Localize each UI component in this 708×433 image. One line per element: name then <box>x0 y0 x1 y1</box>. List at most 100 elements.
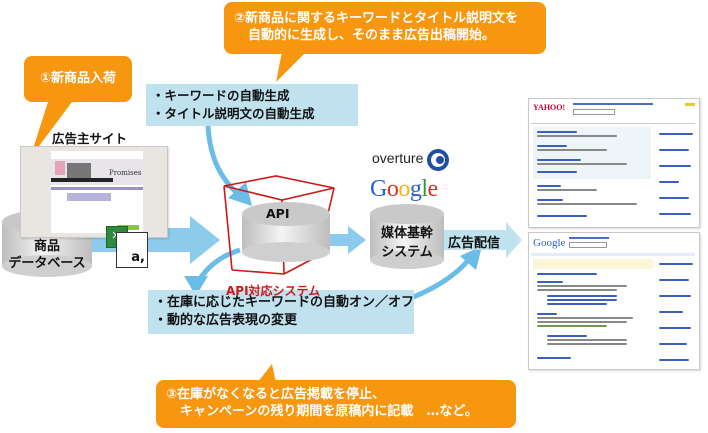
sidebar-ad-line <box>659 311 683 313</box>
arrow-api-to-inventory-head <box>184 276 208 296</box>
product-db-label: 商品 データベース <box>4 238 90 272</box>
callout-step1: ①新商品入荷 <box>24 56 132 102</box>
sidebar-ad-line <box>659 181 679 183</box>
banner-tree <box>55 161 65 175</box>
yahoo-nav-links <box>573 103 653 105</box>
auto-generation-box: ・キーワードの自動生成 ・タイトル説明文の自動生成 <box>146 84 358 126</box>
api-system-label: API対応システム <box>226 284 321 298</box>
result-text-line <box>547 343 627 345</box>
google-letter: g <box>409 176 422 202</box>
callout-step2-tail <box>276 52 306 82</box>
google-letter: e <box>427 176 439 202</box>
banner-arrow <box>51 178 113 182</box>
overture-logo-icon <box>427 149 449 171</box>
result-title-line <box>537 273 597 275</box>
sidebar-ad-line <box>659 279 689 281</box>
sidebar-ad-line <box>659 197 689 199</box>
arrow-generation-to-api <box>205 125 242 198</box>
callout-step3-line2: キャンペーンの残り期間を原稿内に記載 …など。 <box>180 404 478 419</box>
result-text-line <box>547 339 627 341</box>
result-title-line <box>547 335 587 337</box>
auto-generation-item: ・キーワードの自動生成 <box>152 88 290 103</box>
media-system-label-line1: 媒体基幹 <box>380 226 433 241</box>
media-system-label: 媒体基幹 システム <box>370 224 444 262</box>
text-file-glyph: a, <box>131 250 145 265</box>
inventory-control-box: ・在庫に応じたキーワードの自動オン／オフ ・動的な広告表現の変更 <box>148 290 414 334</box>
google-letter: l <box>421 176 428 202</box>
result-text-line <box>537 189 597 191</box>
callout-step1-tail <box>30 102 72 158</box>
sidebar-ad-line <box>659 133 693 135</box>
site-green-button <box>117 225 139 230</box>
yahoo-divider <box>531 123 695 124</box>
text-file-icon: a, <box>116 232 148 268</box>
result-sublink-line <box>547 303 607 305</box>
google-letter: G <box>370 176 387 202</box>
product-db-label-line2: データベース <box>8 256 86 271</box>
result-title-line <box>537 171 577 173</box>
result-sublink-line <box>547 299 617 301</box>
yahoo-search-results-screenshot: YAHOO! <box>528 98 700 228</box>
media-system-label-line2: システム <box>381 245 433 260</box>
result-title-line <box>537 281 563 283</box>
result-text-line <box>537 135 617 137</box>
result-text-line <box>537 163 627 165</box>
site-page: Promises <box>51 151 143 233</box>
result-title-line <box>537 313 557 315</box>
product-db-label-line1: 商品 <box>33 239 60 254</box>
arrow-ad-delivery <box>444 222 522 258</box>
google-results-logo: Google <box>533 237 566 249</box>
google-letter: o <box>386 176 399 202</box>
result-url-line <box>537 325 607 327</box>
result-title-line <box>537 215 587 217</box>
result-title-line <box>537 357 571 359</box>
result-title-line <box>537 185 561 187</box>
google-letter: o <box>398 176 410 202</box>
google-search-results-screenshot: Google <box>528 232 700 370</box>
result-text-line <box>537 203 637 205</box>
site-nav-bar <box>51 187 143 190</box>
google-search-box <box>569 242 607 248</box>
result-text-line <box>537 289 617 291</box>
inventory-control-item: ・在庫に応じたキーワードの自動オン／オフ <box>154 295 415 310</box>
overture-logo: overture <box>372 150 424 166</box>
advertiser-site-screenshot: Promises <box>20 146 168 238</box>
google-sponsored-area <box>533 259 653 269</box>
yahoo-badge <box>685 103 695 106</box>
ad-delivery-label: 広告配信 <box>448 236 501 251</box>
banner-buildings <box>67 163 91 179</box>
google-logo: Google <box>370 176 438 203</box>
inventory-control-item: ・動的な広告表現の変更 <box>154 313 298 328</box>
arrow-inventory-to-delivery-head <box>460 246 482 270</box>
sidebar-ad-line <box>659 165 691 167</box>
sidebar-ad-line <box>659 295 691 297</box>
sidebar-ad-line <box>659 359 689 361</box>
callout-step2: ②新商品に関するキーワードとタイトル説明文を 自動的に生成し、そのまま広告出稿開… <box>224 2 546 54</box>
arrow-generation-to-api-head <box>228 182 252 206</box>
callout-step2-line2: 自動的に生成し、そのまま広告出稿開始。 <box>248 28 496 43</box>
result-text-line <box>537 317 633 319</box>
google-results-bar <box>531 253 695 256</box>
sidebar-ad-line <box>659 213 691 215</box>
result-sublink-line <box>547 295 617 297</box>
site-feature <box>67 193 111 201</box>
sidebar-ad-line <box>659 149 689 151</box>
callout-step1-text: ①新商品入荷 <box>39 71 116 86</box>
result-title-line <box>537 159 581 161</box>
callout-step3-line1: ③在庫がなくなると広告掲載を停止、 <box>166 387 386 402</box>
callout-step3: ③在庫がなくなると広告掲載を停止、 キャンペーンの残り期間を原稿内に記載 …など… <box>156 380 516 428</box>
auto-generation-item: ・タイトル説明文の自動生成 <box>152 106 315 121</box>
advertiser-site-label: 広告主サイト <box>52 131 128 146</box>
result-title-line <box>537 199 563 201</box>
result-title-line <box>537 131 577 133</box>
result-title-line <box>537 145 567 147</box>
yahoo-search-box <box>573 109 615 115</box>
yahoo-logo: YAHOO! <box>533 103 566 112</box>
site-banner: Promises <box>51 159 143 185</box>
result-text-line <box>537 285 627 287</box>
callout-step2-line1: ②新商品に関するキーワードとタイトル説明文を <box>234 11 519 26</box>
banner-text: Promises <box>109 169 142 177</box>
api-cylinder <box>242 202 330 262</box>
api-cylinder-label: API <box>266 206 290 221</box>
media-system-cylinder <box>370 204 444 269</box>
